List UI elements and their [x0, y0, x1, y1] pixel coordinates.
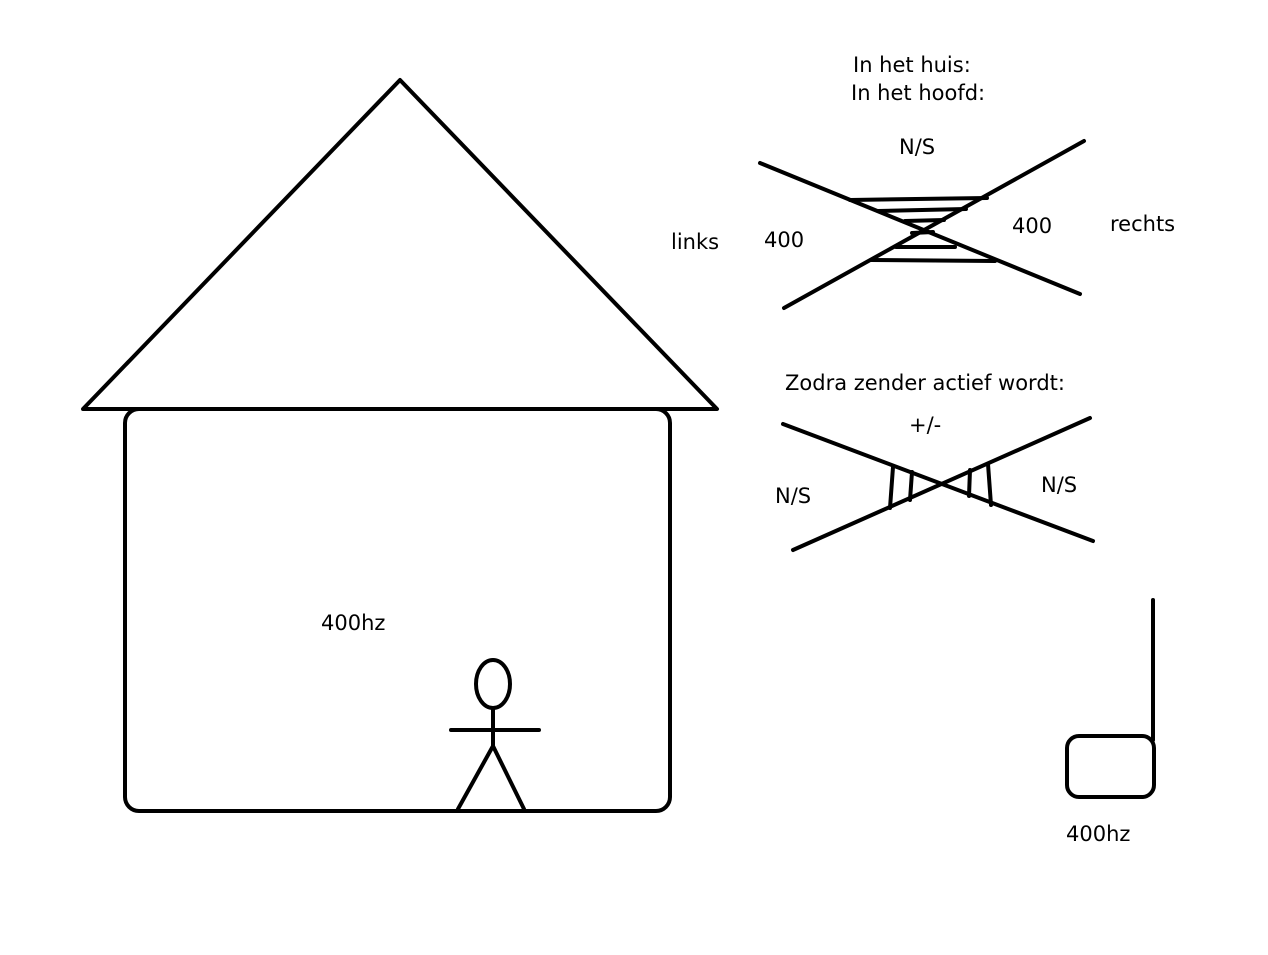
right-side-label: rechts: [1110, 212, 1175, 236]
figure-legs: [456, 744, 526, 811]
transmitter-frequency-label: 400hz: [1066, 822, 1130, 846]
transmitter: 400hz: [1065, 598, 1156, 846]
left-side-label: links: [671, 230, 719, 254]
transmitter-box: [1065, 734, 1156, 799]
stick-figure: [449, 658, 541, 811]
hatching-bottom: [888, 462, 993, 510]
cross-line-1: [758, 161, 1082, 296]
bottom-diagram-title: Zodra zender actief wordt:: [785, 371, 1065, 395]
heading-line-2: In het hoofd:: [851, 81, 985, 105]
house-roof: [81, 78, 719, 411]
hatching: [848, 196, 997, 263]
polarity-label: +/-: [909, 413, 941, 437]
right-value-label: 400: [1012, 214, 1052, 238]
heading: In het huis: In het hoofd:: [851, 53, 985, 105]
field-diagram-top: N/S links 400 400 rechts: [671, 135, 1175, 310]
cross-line-3: [781, 422, 1095, 543]
house-frequency-label: 400hz: [321, 611, 385, 635]
left-value-label: 400: [764, 228, 804, 252]
house-body: [123, 407, 672, 813]
bottom-right-ns-label: N/S: [1041, 473, 1077, 497]
cross-line-2: [782, 139, 1086, 310]
bottom-left-ns-label: N/S: [775, 484, 811, 508]
field-diagram-bottom: Zodra zender actief wordt: +/- N/S N/S: [775, 371, 1095, 552]
house: 400hz: [81, 78, 719, 813]
top-ns-label: N/S: [899, 135, 935, 159]
cross-line-4: [791, 416, 1092, 552]
heading-line-1: In het huis:: [853, 53, 971, 77]
figure-head: [474, 658, 512, 710]
